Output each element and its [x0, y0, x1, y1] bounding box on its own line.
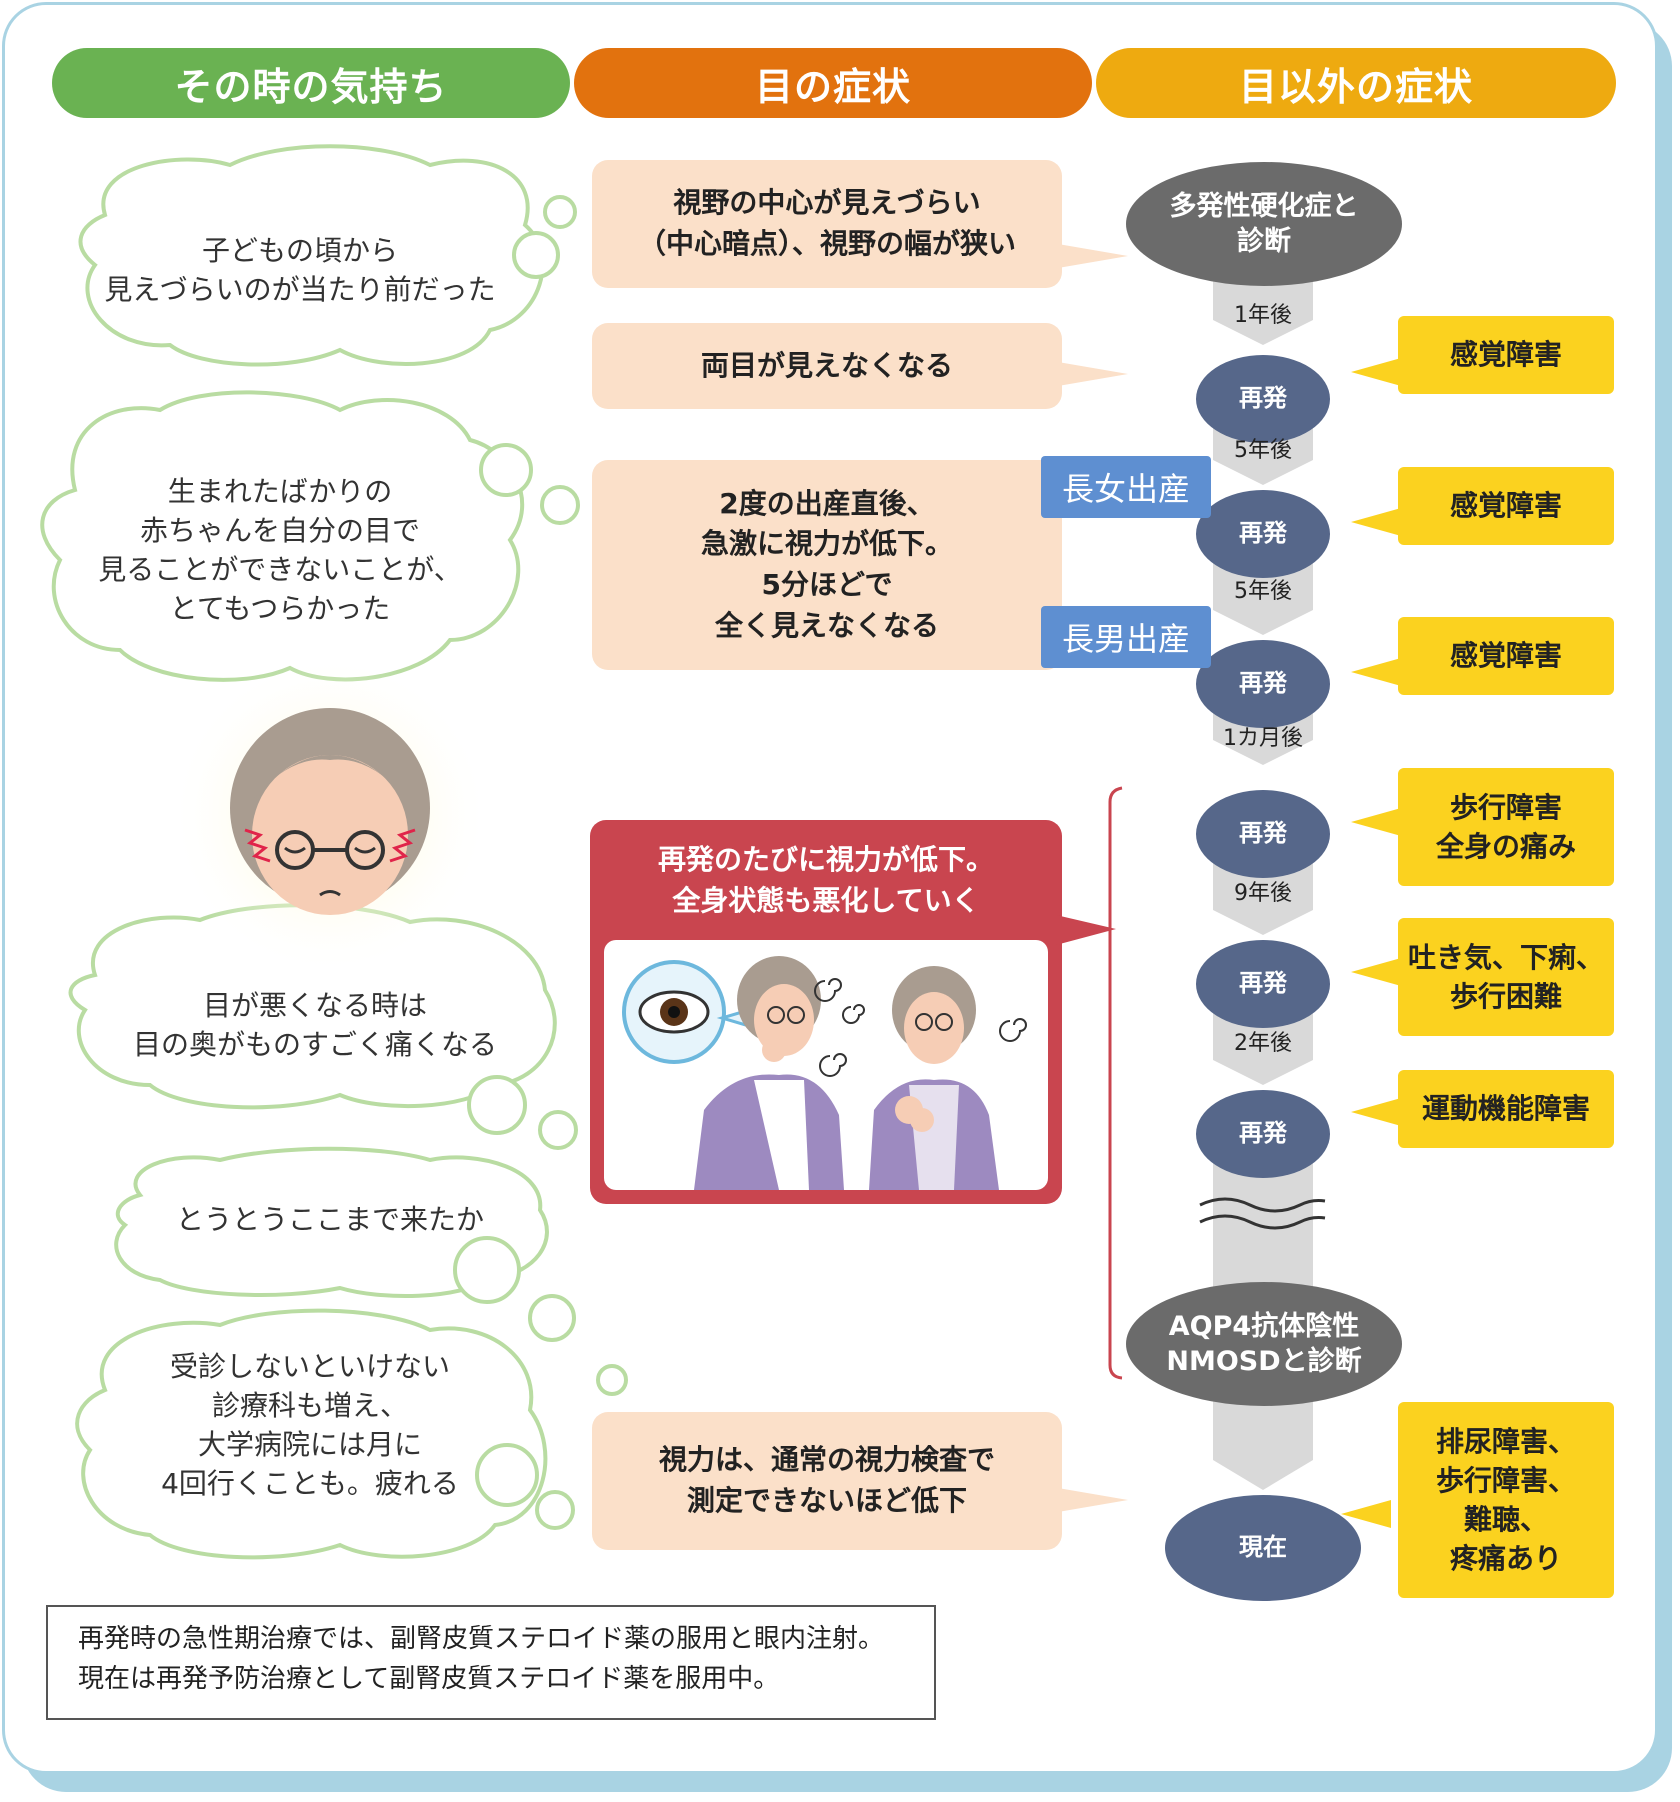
- other-symptom-2-pointer: [1351, 508, 1401, 536]
- feeling-5: 受診しないといけない 診療科も増え、 大学病院には月に 4回行くことも。疲れる: [161, 1349, 459, 1501]
- other-symptom-5-pointer: [1351, 958, 1401, 986]
- women-illustration: [622, 956, 1027, 1190]
- birth-daughter-label: 長女出産: [1041, 456, 1211, 518]
- treatment-note: 再発時の急性期治療では、副腎皮質ステロイド薬の服用と眼内注射。 現在は再発予防治…: [46, 1605, 936, 1720]
- worried-woman-face-icon: [170, 655, 490, 975]
- eye-symptom-4: 視力は、通常の視力検査で 測定できないほど低下: [592, 1412, 1062, 1550]
- interval-2: 5年後: [1234, 438, 1292, 463]
- header-feelings: その時の気持ち: [52, 48, 570, 118]
- header-eye-symptoms: 目の症状: [574, 48, 1092, 118]
- relapse-5: 再発: [1196, 940, 1330, 1028]
- interval-4: 1カ月後: [1223, 726, 1303, 751]
- other-symptom-2: 感覚障害: [1398, 467, 1614, 545]
- break-lines: [1199, 1197, 1326, 1230]
- eye-symptom-1-pointer: [1058, 244, 1128, 268]
- other-symptom-7-pointer: [1341, 1500, 1391, 1528]
- other-symptom-3: 感覚障害: [1398, 617, 1614, 695]
- other-symptom-1: 感覚障害: [1398, 316, 1614, 394]
- other-symptom-6: 運動機能障害: [1398, 1070, 1614, 1148]
- other-symptom-5: 吐き気、下痢、 歩行困難: [1398, 918, 1614, 1036]
- treatment-note-line-2: 現在は再発予防治療として副腎皮質ステロイド薬を服用中。: [78, 1664, 780, 1695]
- other-symptom-4: 歩行障害 全身の痛み: [1398, 768, 1614, 886]
- other-symptom-7: 排尿障害、 歩行障害、 難聴、 疼痛あり: [1398, 1402, 1614, 1598]
- dizzy-spiral-icon: [814, 978, 1027, 1077]
- interval-3: 5年後: [1234, 579, 1292, 604]
- other-symptom-1-pointer: [1351, 358, 1401, 386]
- eye-symptom-4-pointer: [1058, 1488, 1128, 1512]
- feeling-1: 子どもの頃から 見えづらいのが当たり前だった: [104, 233, 496, 306]
- treatment-note-line-1: 再発時の急性期治療では、副腎皮質ステロイド薬の服用と眼内注射。: [78, 1624, 885, 1654]
- other-symptom-4-pointer: [1351, 808, 1401, 836]
- alert-pointer: [1056, 915, 1116, 945]
- relapse-bracket: [1108, 786, 1123, 1380]
- header-other-symptoms: 目以外の症状: [1096, 48, 1616, 118]
- feeling-2: 生まれたばかりの 赤ちゃんを自分の目で 見ることができないことが、 とてもつらか…: [98, 474, 462, 626]
- relapse-1: 再発: [1196, 355, 1330, 443]
- diagnosis-nmosd: AQP4抗体陰性 NMOSDと診断: [1126, 1282, 1402, 1406]
- diagnosis-ms: 多発性硬化症と 診断: [1126, 162, 1402, 286]
- feeling-4: とうとうここまで来たか: [175, 1203, 484, 1237]
- birth-son-label: 長男出産: [1041, 606, 1211, 668]
- current-status: 現在: [1165, 1495, 1361, 1601]
- interval-1: 1年後: [1234, 303, 1292, 328]
- interval-6: 2年後: [1234, 1031, 1292, 1056]
- other-symptom-6-pointer: [1351, 1098, 1401, 1126]
- relapse-6: 再発: [1196, 1090, 1330, 1178]
- relapse-3: 再発: [1196, 640, 1330, 728]
- other-symptom-3-pointer: [1351, 658, 1401, 686]
- relapse-4: 再発: [1196, 790, 1330, 878]
- relapse-2: 再発: [1196, 490, 1330, 578]
- eye-symptom-2: 両目が見えなくなる: [592, 323, 1062, 409]
- eye-symptom-2-pointer: [1058, 362, 1128, 386]
- alert-illustration-panel: [604, 940, 1048, 1190]
- eye-symptom-3: 2度の出産直後、 急激に視力が低下。 5分ほどで 全く見えなくなる: [592, 460, 1062, 670]
- eye-symptom-1: 視野の中心が見えづらい （中心暗点）、視野の幅が狭い: [592, 160, 1062, 288]
- interval-5: 9年後: [1234, 881, 1292, 906]
- alert-title: 再発のたびに視力が低下。 全身状態も悪化していく: [657, 843, 994, 917]
- feeling-3: 目が悪くなる時は 目の奥がものすごく痛くなる: [132, 988, 497, 1061]
